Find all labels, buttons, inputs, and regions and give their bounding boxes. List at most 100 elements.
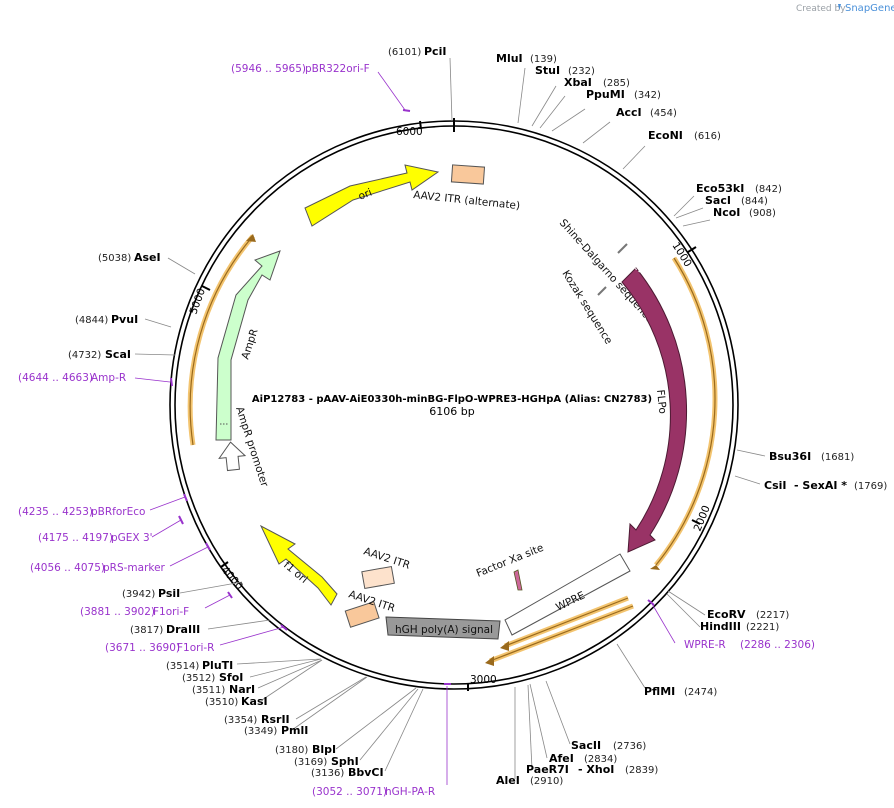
enzyme-name: Bsu36I [769,450,811,463]
enzyme-pos: (2839) [625,765,658,776]
enzyme-pos: (1769) [854,481,887,492]
tick-6000-mark [419,120,422,130]
highlight-arc-flpo-core [655,257,716,566]
enzyme-pos: (2221) [746,622,779,633]
enzyme-name: ScaI [105,348,131,361]
feature-shine-dalgarno[interactable] [617,243,628,254]
tick-2000-mark [691,519,701,525]
enzyme-labels: (6101) PciI MluI (139) StuI (232) XbaI (… [68,45,887,787]
tick-4000-label: 4000 [219,564,245,592]
enzyme-pos: (3136) [311,768,344,779]
feature-hgh-polya-label: hGH poly(A) signal [395,624,493,636]
tick-3000-label: 3000 [470,674,497,686]
enzyme-name: AccI [616,106,642,119]
highlight-arc-amp-core [189,235,254,446]
feature-ampr-promoter[interactable] [218,441,247,472]
feature-hgh-polya[interactable] [385,616,501,640]
tick-5000-label: 5000 [188,287,208,316]
enzyme-leader-lines [134,57,766,779]
enzyme-pos: (4844) [75,315,108,326]
enzyme-name: KasI [241,695,268,708]
enzyme-name: NarI [229,683,255,696]
enzyme-pos: (139) [530,54,557,65]
primer-range: (4235 .. 4253) [18,506,93,518]
enzyme-pos: (2474) [684,687,717,698]
enzyme-pos: (3180) [275,745,308,756]
feature-aav2-itr-upper[interactable] [361,565,395,590]
enzyme-name: SacII [571,739,601,752]
feature-wpre[interactable] [504,553,631,636]
primer-name: hGH-PA-R [385,786,435,798]
feature-ori[interactable] [304,164,440,227]
enzyme-pos: (2736) [613,741,646,752]
tick-5000-mark [201,285,211,291]
enzyme-name: PaeR7I [526,763,569,776]
highlight-arrow-amp [246,234,256,242]
feature-kozak[interactable] [597,286,607,296]
enzyme-name: PmlI [281,724,308,737]
feature-aav2-itr-lower[interactable] [344,601,380,628]
enzyme-pos: (6101) [388,47,421,58]
primer-leader-lines [134,71,676,785]
primer-range: (4175 .. 4197) [38,532,113,544]
primer-range: (5946 .. 5965) [231,63,306,75]
enzyme-extra: - XhoI [578,763,614,776]
primer-name: pBR322ori-F [305,63,370,75]
enzyme-pos: (3354) [224,715,257,726]
feature-flpo-label: FLPo [654,389,668,414]
enzyme-name: NcoI [713,206,740,219]
enzyme-name: AseI [134,251,161,264]
enzyme-name: EcoRV [707,608,746,621]
enzyme-name: MluI [496,52,523,65]
feature-flpo[interactable] [621,267,687,553]
enzyme-name: SfoI [219,671,243,684]
primer-range: (3881 .. 3902) [80,606,155,618]
primer-range: (3052 .. 3071) [312,786,387,798]
primer-range: (3671 .. 3690) [105,642,180,654]
feature-aav2-itr-alternate[interactable] [450,164,486,185]
enzyme-name: Eco53kI [696,182,744,195]
feature-ampr-label: AmpR [239,327,260,361]
enzyme-pos: (1681) [821,452,854,463]
enzyme-name: PciI [424,45,446,58]
feature-factor-xa-site[interactable] [513,569,523,591]
enzyme-name: DraIII [166,623,200,636]
highlight-wpre-1-core [504,597,629,647]
feature-f1-ori[interactable] [259,524,338,606]
enzyme-pos: (5038) [98,253,131,264]
highlight-wpre-2-core [489,605,634,662]
enzyme-pos: (3817) [130,625,163,636]
plasmid-center-label: AiP12783 - pAAV-AiE0330h-minBG-FlpO-WPRE… [252,394,652,418]
enzyme-name: EcoNI [648,129,683,142]
enzyme-name: XbaI [564,76,592,89]
enzyme-pos: (2834) [584,754,617,765]
snapgene-watermark: Created by SnapGene [796,3,894,14]
enzyme-extra: - SexAI * [794,479,847,492]
enzyme-pos: (3349) [244,726,277,737]
enzyme-pos: (616) [694,131,721,142]
enzyme-pos: (342) [634,90,661,101]
enzyme-name: CsiI [764,479,786,492]
plasmid-title: AiP12783 - pAAV-AiE0330h-minBG-FlpO-WPRE… [252,394,652,405]
enzyme-name: PflMI [644,685,675,698]
highlighted-regions [187,234,718,666]
enzyme-pos: (2217) [756,610,789,621]
feature-ampr[interactable] [215,250,281,441]
feature-flpo-hatch [631,265,646,277]
enzyme-pos: (3169) [294,757,327,768]
enzyme-name: StuI [535,64,560,77]
enzyme-pos: (3512) [182,673,215,684]
highlight-wpre-2-arrow [485,656,494,666]
enzyme-name: PluTI [202,659,233,672]
enzyme-name: PsiI [158,587,180,600]
enzyme-pos: (842) [755,184,782,195]
enzyme-pos: (3942) [122,589,155,600]
primer-range: (2286 .. 2306) [740,639,815,651]
enzyme-name: BbvCI [348,766,384,779]
enzyme-name: HindIII [700,620,741,633]
feature-ampr-promoter-label: AmpR promoter [233,405,270,489]
primer-labels: (5946 .. 5965) pBR322ori-F (4644 .. 4663… [18,63,815,798]
enzyme-pos: (2910) [530,776,563,787]
enzyme-name: PpuMI [586,88,625,101]
